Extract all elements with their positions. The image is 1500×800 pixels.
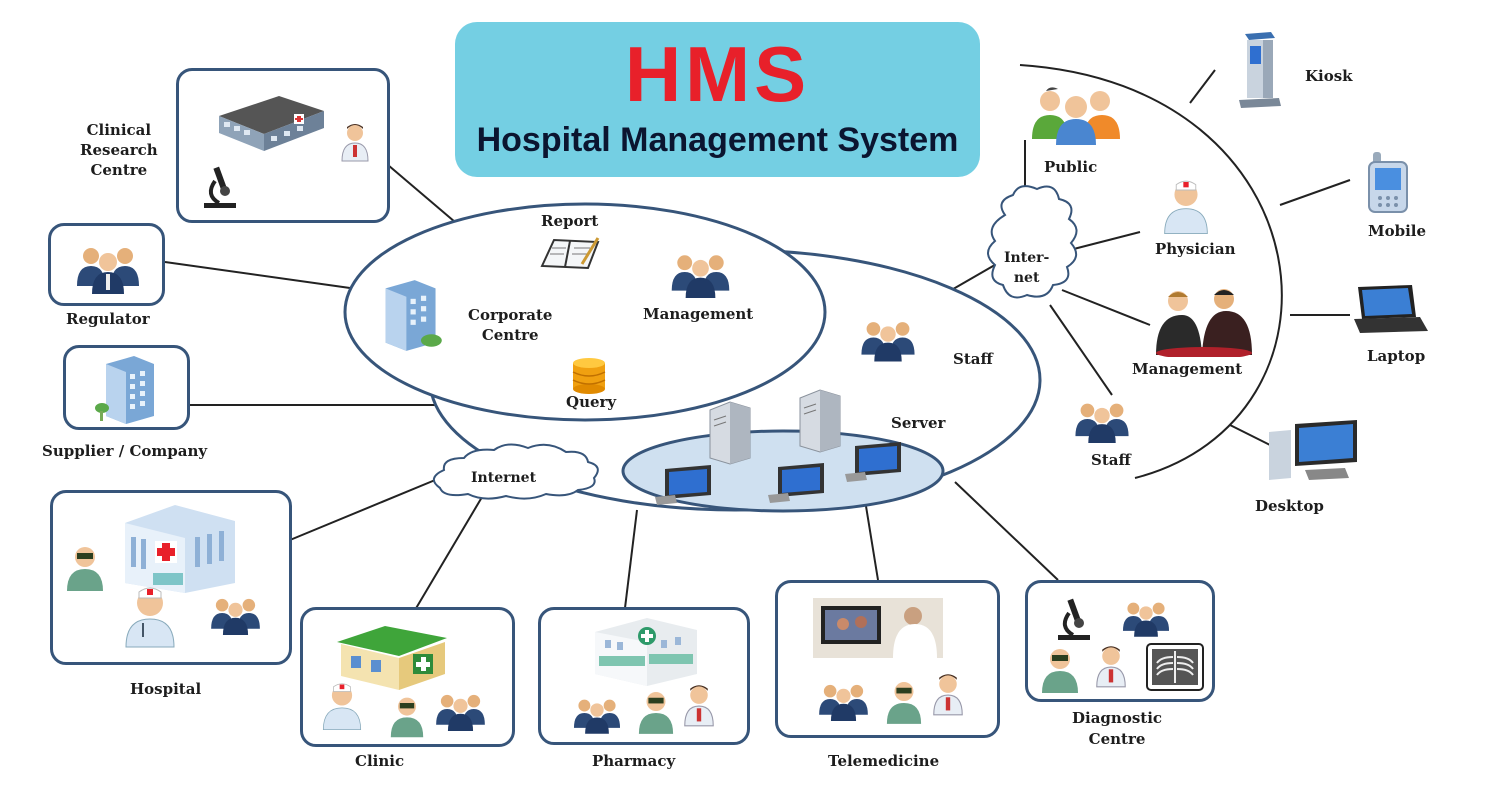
physician-icon <box>1164 180 1208 234</box>
office-building-icon <box>95 356 154 424</box>
clinical-label-line2: Research <box>80 141 158 159</box>
supplier-box <box>63 345 190 430</box>
people-group-icon <box>573 699 621 734</box>
nurse-icon <box>886 682 922 724</box>
clinical-research-label: Clinical Research Centre <box>80 120 158 180</box>
clinical-research-box <box>176 68 390 223</box>
desktop-label: Desktop <box>1255 497 1324 515</box>
staff-group-icon <box>1075 403 1129 443</box>
physician-label: Physician <box>1155 240 1236 258</box>
right-internet-label: Inter- net <box>1004 248 1049 288</box>
pharmacy-box <box>538 607 750 745</box>
research-building-icon <box>219 96 324 151</box>
laptop-icon <box>1354 285 1428 333</box>
hospital-box <box>50 490 292 665</box>
clinical-label-line3: Centre <box>90 161 148 179</box>
diagnostic-label-line1: Diagnostic <box>1072 709 1163 727</box>
diagnostic-label: Diagnostic Centre <box>1072 708 1162 750</box>
management-meeting-icon <box>1156 289 1252 357</box>
report-book-icon <box>540 237 600 270</box>
nurse-icon <box>1042 649 1078 693</box>
title-banner: HMS Hospital Management System <box>455 22 980 177</box>
telemedicine-video-icon <box>813 598 943 658</box>
management-group-icon <box>671 255 730 298</box>
nurse-icon <box>638 692 674 734</box>
server-tower-icon <box>799 389 841 453</box>
public-group-icon <box>1032 87 1120 145</box>
query-label: Query <box>566 393 617 411</box>
regulator-box <box>48 223 165 306</box>
regulator-label: Regulator <box>66 310 150 328</box>
hub-management-label: Management <box>643 305 754 323</box>
people-group-icon <box>819 684 868 721</box>
doctor-icon <box>684 685 714 727</box>
title-full: Hospital Management System <box>476 121 959 159</box>
clinic-label: Clinic <box>355 752 405 770</box>
report-label: Report <box>541 212 599 230</box>
monitor-icon <box>768 463 824 503</box>
corporate-building-icon <box>385 280 442 351</box>
people-group-icon <box>1122 602 1170 637</box>
microscope-icon <box>1058 598 1090 640</box>
doctor-icon <box>933 674 963 716</box>
kiosk-label: Kiosk <box>1305 67 1353 85</box>
right-internet-line1: Inter- <box>1004 250 1050 266</box>
corporate-label-line1: Corporate <box>468 306 553 324</box>
clinic-building-icon <box>337 626 447 690</box>
doctor-icon <box>1096 646 1126 688</box>
right-internet-line2: net <box>1013 270 1040 286</box>
pharmacy-building-icon <box>595 618 697 686</box>
clinic-box <box>300 607 515 747</box>
mobile-icon <box>1368 152 1408 213</box>
people-group-icon <box>436 694 485 731</box>
monitor-icon <box>655 465 711 505</box>
people-group-icon <box>77 248 139 294</box>
kiosk-icon <box>1239 32 1281 108</box>
corporate-label-line2: Centre <box>481 326 539 344</box>
pharmacy-label: Pharmacy <box>592 752 676 770</box>
nurse-icon <box>390 697 424 738</box>
doctor-icon <box>341 124 369 162</box>
doctor-icon <box>322 683 362 730</box>
xray-icon <box>1146 643 1204 691</box>
corporate-centre-label: Corporate Centre <box>468 305 552 345</box>
hub-staff-label: Staff <box>953 350 993 368</box>
telemedicine-box <box>775 580 1000 738</box>
right-management-label: Management <box>1132 360 1243 378</box>
microscope-icon <box>204 166 236 208</box>
title-abbreviation: HMS <box>624 30 811 118</box>
supplier-label: Supplier / Company <box>42 442 208 460</box>
public-label: Public <box>1044 158 1098 176</box>
staff-group-icon <box>861 322 915 362</box>
right-staff-label: Staff <box>1091 451 1131 469</box>
doctor-icon <box>125 587 175 648</box>
hospital-label: Hospital <box>130 680 202 698</box>
server-label: Server <box>891 414 946 432</box>
server-tower-icon <box>709 401 751 465</box>
diagnostic-label-line2: Centre <box>1088 730 1146 748</box>
hospital-building-icon <box>125 505 235 593</box>
database-icon <box>572 358 606 394</box>
monitor-icon <box>845 442 901 482</box>
people-group-icon <box>211 598 260 635</box>
desktop-icon <box>1269 420 1357 480</box>
hub-internet-label: Internet <box>471 470 537 486</box>
mobile-label: Mobile <box>1368 222 1427 240</box>
clinical-label-line1: Clinical <box>86 121 152 139</box>
laptop-label: Laptop <box>1367 347 1426 365</box>
telemedicine-label: Telemedicine <box>828 752 940 770</box>
diagnostic-box <box>1025 580 1215 702</box>
nurse-icon <box>67 547 103 591</box>
